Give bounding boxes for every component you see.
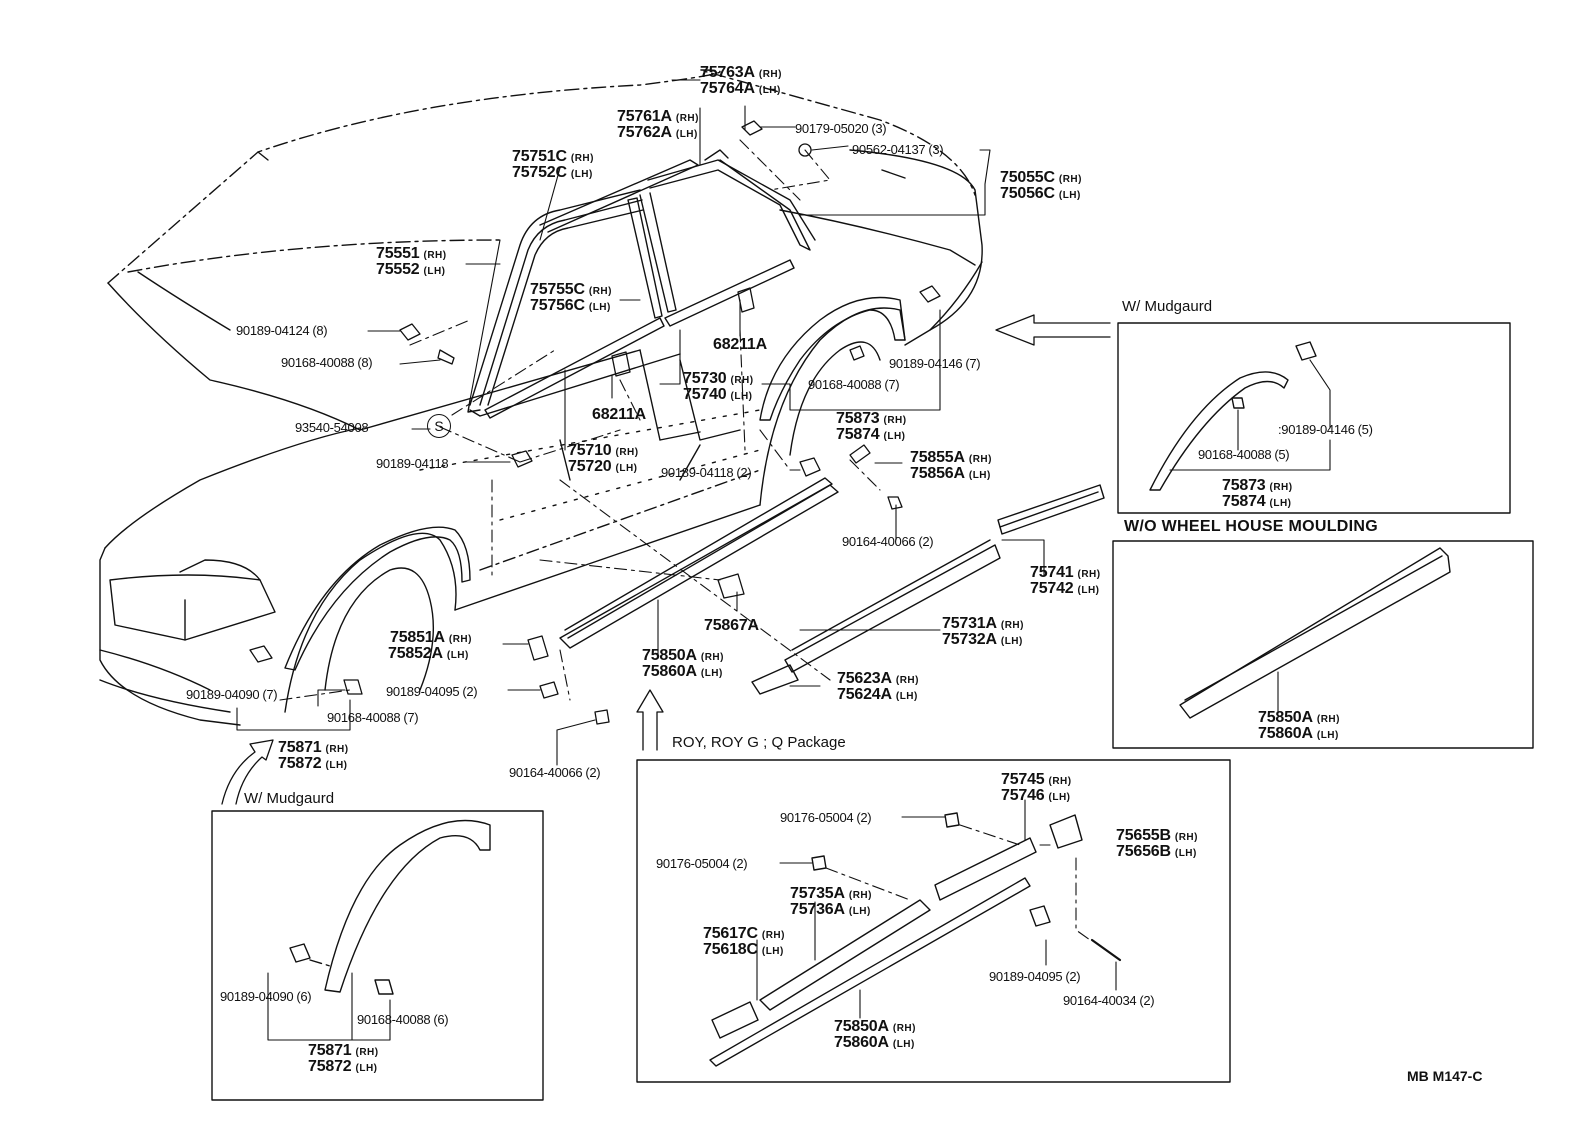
mudguard-right-box [1117,322,1511,514]
part-label-75755c: 75755C(RH) [530,281,612,298]
part-label-90164-40066-a: 90164-40066(2) [842,534,934,549]
part-label-75618c: 75618C(LH) [703,941,784,958]
part-label-68211a-mid: 68211A [592,406,646,423]
part-label-90189-04090-6: 90189-04090(6) [220,989,312,1004]
mudguard-right-title: W/ Mudgaurd [1122,298,1213,315]
part-label-75852a: 75852A(LH) [388,645,469,662]
part-label-90168-40088-8: 90168-40088(8) [281,355,373,370]
part-label-75730: 75730(RH) [683,370,754,387]
part-label-75874: 75874(LH) [836,426,906,443]
part-label-75763a: 75763A(RH) [700,64,782,81]
part-label-75850a-wo: 75850A(RH) [1258,709,1340,726]
diagram-code: MB M147-C [1407,1068,1483,1084]
construction-lines [279,139,881,701]
car-body-outline [99,69,983,726]
mudguard-left-title: W/ Mudgaurd [244,790,335,807]
part-label-90168-40088-7: 90168-40088(7) [808,377,900,392]
wo-wheel-house-box [1112,540,1534,749]
part-label-75056c: 75056C(LH) [1000,185,1081,202]
part-label-75710: 75710(RH) [568,442,639,459]
package-caption: ROY, ROY G ; Q Package [672,734,846,751]
part-label-90189-04118-b: 90189-04118(2) [661,465,752,480]
part-label-75872-main: 75872(LH) [278,755,348,772]
fasteners [249,120,941,725]
part-label-75741: 75741(RH) [1030,564,1101,581]
part-label-75867a: 75867A [704,617,759,634]
part-label-75761a: 75761A(RH) [617,108,699,125]
part-label-75624a: 75624A(LH) [837,686,918,703]
part-label-68211a-top: 68211A [713,336,767,353]
part-label-75860a-main: 75860A(LH) [642,663,723,680]
part-label-90189-04146-5: :90189-04146(5) [1278,422,1373,437]
part-label-75736a: 75736A(LH) [790,901,871,918]
part-label-75851a: 75851A(RH) [390,629,472,646]
mudguard-left-box [211,810,544,1101]
window-frame-mouldings [467,149,816,419]
part-label-75731a: 75731A(RH) [942,615,1024,632]
part-label-90189-04090-7: 90189-04090(7) [186,687,278,702]
part-label-75740: 75740(LH) [683,386,753,403]
part-label-90562-04137: 90562-04137(3) [852,142,944,157]
part-label-75873-box: 75873(RH) [1222,477,1293,494]
part-label-75756c: 75756C(LH) [530,297,611,314]
part-label-90164-40034: 90164-40034(2) [1063,993,1155,1008]
part-label-75552: 75552(LH) [376,261,446,278]
part-label-90168-40088-7b: 90168-40088(7) [327,710,419,725]
part-label-90189-04118-a: 90189-04118 [376,456,449,471]
part-label-75856a: 75856A(LH) [910,465,991,482]
part-label-75874-box: 75874(LH) [1222,493,1292,510]
fender-mouldings [284,296,906,671]
part-label-90179-05020: 90179-05020(3) [795,121,887,136]
part-label-75742: 75742(LH) [1030,580,1100,597]
part-label-75873: 75873(RH) [836,410,907,427]
part-label-75656b: 75656B(LH) [1116,843,1197,860]
part-label-75732a: 75732A(LH) [942,631,1023,648]
rocker-mouldings [559,477,1105,695]
part-label-90189-04124: 90189-04124(8) [236,323,328,338]
arrow-to-mudguard-right [995,314,1111,346]
part-label-75746: 75746(LH) [1001,787,1071,804]
part-label-75855a: 75855A(RH) [910,449,992,466]
arrow-to-package [636,689,664,751]
part-label-90189-04095-b: 90189-04095(2) [989,969,1081,984]
part-label-75735a: 75735A(RH) [790,885,872,902]
part-label-75764a: 75764A(LH) [700,80,781,97]
part-label-75872-box: 75872(LH) [308,1058,378,1075]
package-box [636,759,1231,1083]
part-label-75055c: 75055C(RH) [1000,169,1082,186]
part-label-75551: 75551(RH) [376,245,447,262]
part-label-75850a-main: 75850A(RH) [642,647,724,664]
part-label-90164-40066-b: 90164-40066(2) [509,765,601,780]
part-label-75751c: 75751C(RH) [512,148,594,165]
symbol-s-circle: S [427,414,451,438]
part-label-75860a-pkg: 75860A(LH) [834,1034,915,1051]
part-label-90176-05004-a: 90176-05004(2) [780,810,872,825]
part-label-75871-main: 75871(RH) [278,739,349,756]
part-label-75720: 75720(LH) [568,458,638,475]
leader-lines [236,79,1045,766]
wo-wheel-house-title: W/O WHEEL HOUSE MOULDING [1124,518,1379,535]
part-label-75617c: 75617C(RH) [703,925,785,942]
part-label-90189-04146-7: 90189-04146(7) [889,356,981,371]
part-label-90176-05004-b: 90176-05004(2) [656,856,748,871]
part-label-90189-04095-a: 90189-04095(2) [386,684,478,699]
part-label-75752c: 75752C(LH) [512,164,593,181]
part-label-90168-40088-5: 90168-40088(5) [1198,447,1290,462]
part-label-93540-54008: 93540-54008 [295,420,369,435]
part-label-75762a: 75762A(LH) [617,124,698,141]
part-label-75871-box: 75871(RH) [308,1042,379,1059]
arrow-to-mudguard-left [221,739,274,805]
part-label-75745: 75745(RH) [1001,771,1072,788]
part-label-75860a-wo: 75860A(LH) [1258,725,1339,742]
part-label-75655b: 75655B(RH) [1116,827,1198,844]
part-label-90168-40088-6: 90168-40088(6) [357,1012,449,1027]
part-label-75850a-pkg: 75850A(RH) [834,1018,916,1035]
part-label-75623a: 75623A(RH) [837,670,919,687]
